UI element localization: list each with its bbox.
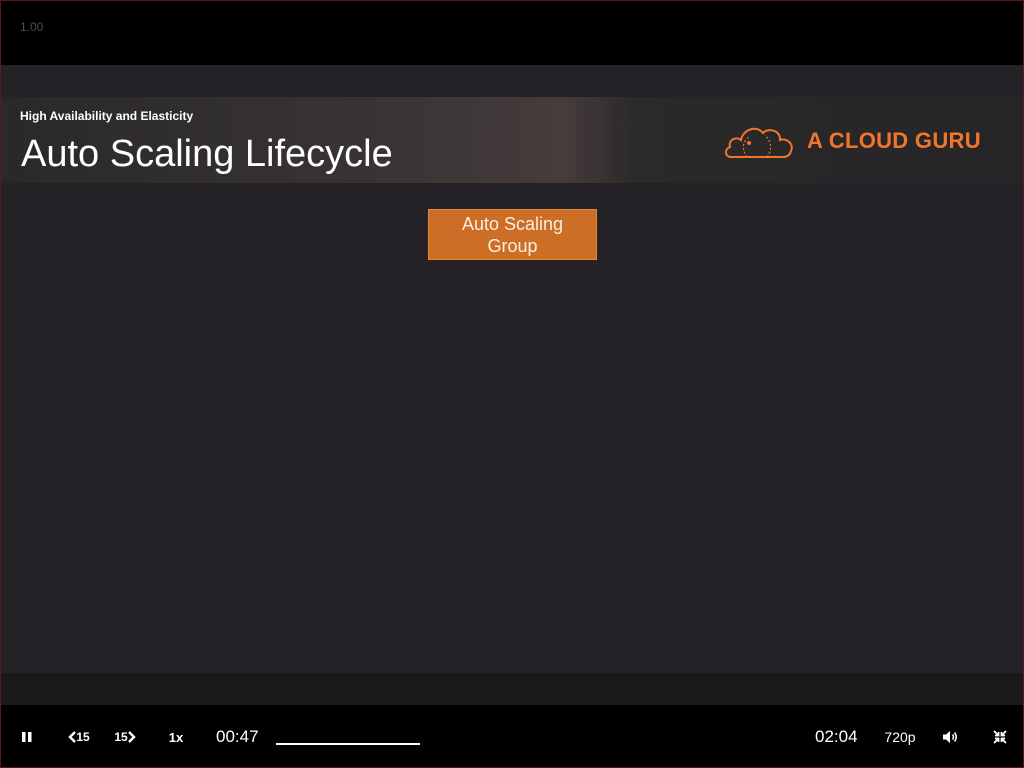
exit-fullscreen-button[interactable] xyxy=(987,705,1013,767)
video-lower-band xyxy=(1,673,1023,705)
current-time: 00:47 xyxy=(216,727,259,746)
auto-scaling-group-box: Auto Scaling Group xyxy=(428,209,597,260)
skip-forward-icon xyxy=(127,731,136,743)
playback-speed-button[interactable]: 1x xyxy=(168,729,184,745)
slide-title: Auto Scaling Lifecycle xyxy=(21,133,393,175)
volume-button[interactable] xyxy=(937,705,963,767)
skip-forward-label: 15 xyxy=(114,730,128,744)
skip-back-icon xyxy=(68,731,77,743)
player-controls: 15 15 1x 00:47 02:04 720p xyxy=(1,705,1023,767)
exit-fullscreen-icon xyxy=(993,730,1007,744)
logo-text: A CLOUD GURU xyxy=(807,128,981,153)
slide-subtitle: High Availability and Elasticity xyxy=(20,109,194,123)
progress-bar-fill xyxy=(276,743,420,745)
skip-back-button[interactable]: 15 xyxy=(61,705,97,767)
skip-back-label: 15 xyxy=(76,730,90,744)
box-label-line2: Group xyxy=(487,235,538,256)
quality-selector[interactable]: 720p xyxy=(884,729,916,745)
box-label-line1: Auto Scaling xyxy=(461,213,564,234)
speed-indicator: 1.00 xyxy=(20,20,44,34)
video-frame[interactable]: High Availability and Elasticity Auto Sc… xyxy=(1,65,1023,673)
duration: 02:04 xyxy=(815,727,858,746)
player-top-bar: 1.00 xyxy=(1,1,1023,65)
cloud-logo-icon xyxy=(725,127,793,158)
pause-button[interactable] xyxy=(13,705,41,767)
a-cloud-guru-logo: A CLOUD GURU xyxy=(723,119,981,163)
progress-bar-track[interactable] xyxy=(276,735,796,753)
slide-header: High Availability and Elasticity Auto Sc… xyxy=(1,97,1023,183)
skip-forward-button[interactable]: 15 xyxy=(107,705,143,767)
pause-icon xyxy=(22,732,32,742)
volume-icon xyxy=(943,731,957,743)
